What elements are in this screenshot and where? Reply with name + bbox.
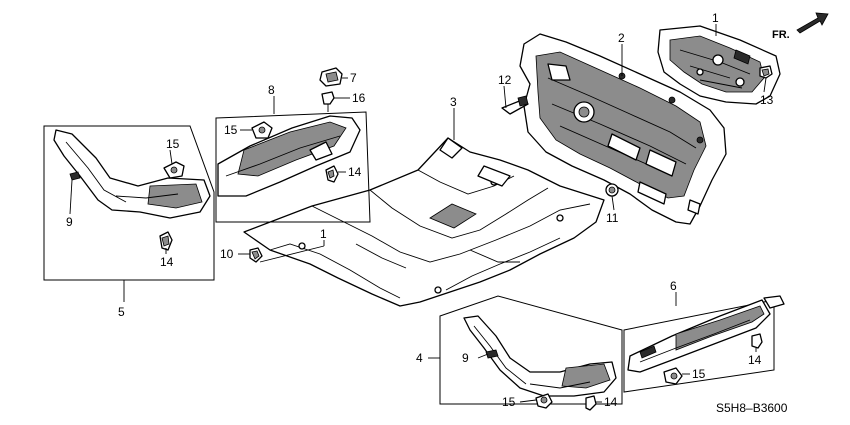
callout-5: 5 — [118, 305, 125, 319]
group-frame-5 — [43, 125, 215, 302]
part-clip-7 — [319, 67, 343, 87]
callout-15-left: 15 — [166, 137, 180, 151]
callout-8: 8 — [268, 83, 275, 97]
callout-10: 10 — [220, 247, 234, 261]
front-arrow-icon — [796, 12, 829, 34]
callout-13: 13 — [760, 93, 774, 107]
callout-11: 11 — [606, 211, 619, 225]
part-floor-carpet — [243, 137, 605, 307]
callout-15-right: 15 — [692, 367, 706, 381]
callout-1-insulator: 1 — [712, 11, 719, 25]
part-clip-10 — [249, 247, 263, 263]
part-grommet-11 — [605, 183, 619, 197]
diagram-code: S5H8–B3600 — [716, 401, 788, 415]
front-direction-label: FR. — [772, 29, 790, 41]
callout-9-left: 9 — [66, 215, 73, 229]
callout-7: 7 — [350, 71, 357, 85]
callout-14-bottom: 14 — [604, 395, 618, 409]
callout-12: 12 — [498, 73, 512, 87]
callout-3: 3 — [450, 95, 457, 109]
part-dashboard-lower-insulator — [519, 33, 727, 225]
part-clip-13 — [759, 65, 773, 79]
callout-14-left: 14 — [160, 255, 174, 269]
front-direction-indicator: FR. — [772, 12, 829, 41]
group-frame-6 — [623, 292, 785, 393]
callout-6: 6 — [670, 279, 677, 293]
callout-14-upper: 14 — [348, 165, 362, 179]
leader-lines — [69, 24, 767, 403]
callout-15-bottom: 15 — [502, 395, 516, 409]
callout-14-right: 14 — [748, 353, 762, 367]
group-frame-4 — [428, 295, 623, 411]
callout-4: 4 — [416, 351, 423, 365]
group-frame-8 — [215, 96, 371, 223]
callout-1-floor: 1 — [320, 227, 327, 241]
callout-16: 16 — [352, 91, 366, 105]
part-dashboard-insulator — [657, 25, 781, 105]
callout-2: 2 — [618, 31, 625, 45]
callout-9-bottom: 9 — [462, 351, 469, 365]
part-screw-16 — [321, 91, 335, 112]
part-pin-12 — [501, 95, 529, 115]
callout-15-upper: 15 — [224, 123, 238, 137]
